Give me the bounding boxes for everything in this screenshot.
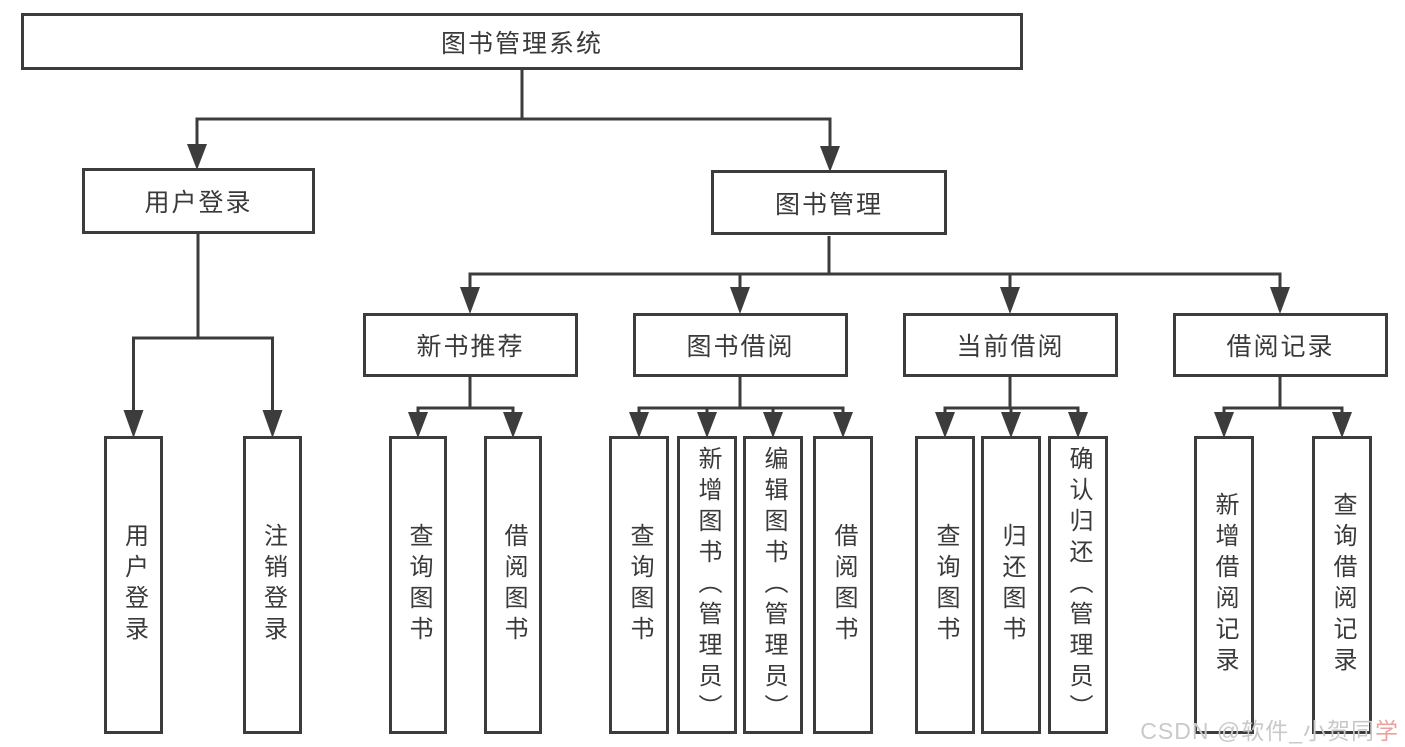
- node-borrowing-records: 借阅记录: [1173, 313, 1388, 377]
- leaf-br-add-record: 新增借阅记录: [1194, 436, 1254, 734]
- node-label: 用户登录: [144, 189, 253, 217]
- leaf-br-query-record: 查询借阅记录: [1312, 436, 1372, 734]
- node-label: 查询借阅记录: [1329, 492, 1356, 678]
- node-label: 编辑图书（管理员）: [760, 445, 787, 725]
- node-label: 图书管理: [774, 190, 883, 219]
- leaf-cb-query-books: 查询图书: [915, 436, 975, 734]
- node-label: 查询图书: [932, 523, 959, 647]
- node-label: 当前借阅: [956, 333, 1065, 361]
- leaf-bb-borrow-books: 借阅图书: [813, 436, 873, 734]
- leaf-bb-edit-books-admin: 编辑图书（管理员）: [743, 436, 803, 734]
- node-label: 图书管理系统: [440, 29, 603, 58]
- watermark: CSDN @软件_小贺同学: [1140, 712, 1399, 746]
- leaf-cb-return-books: 归还图书: [981, 436, 1041, 734]
- node-label: 归还图书: [998, 523, 1025, 647]
- node-new-book-recommend: 新书推荐: [363, 313, 578, 377]
- leaf-nbr-borrow-books: 借阅图书: [484, 436, 542, 734]
- node-label: 查询图书: [405, 523, 432, 647]
- node-label: 图书借阅: [686, 333, 795, 361]
- node-book-borrowing: 图书借阅: [633, 313, 848, 377]
- node-label: 借阅图书: [830, 523, 857, 647]
- node-label: 新增图书（管理员）: [694, 445, 721, 725]
- node-label: 借阅记录: [1226, 333, 1335, 361]
- node-label: 新书推荐: [416, 333, 525, 361]
- node-library-system: 图书管理系统: [21, 13, 1023, 70]
- leaf-cb-confirm-return-admin: 确认归还（管理员）: [1048, 436, 1108, 734]
- node-label: 查询图书: [626, 523, 653, 647]
- leaf-user-login: 用户登录: [104, 436, 163, 734]
- node-label: 用户登录: [120, 523, 148, 647]
- node-book-management: 图书管理: [711, 170, 947, 235]
- node-user-login: 用户登录: [82, 168, 315, 234]
- node-label: 借阅图书: [500, 523, 527, 647]
- node-label: 注销登录: [259, 523, 287, 647]
- node-label: 新增借阅记录: [1211, 492, 1238, 678]
- leaf-bb-add-books-admin: 新增图书（管理员）: [677, 436, 737, 734]
- node-label: 确认归还（管理员）: [1065, 445, 1092, 725]
- leaf-logout: 注销登录: [243, 436, 302, 734]
- arrowheads: [123, 144, 1352, 438]
- leaf-bb-query-books: 查询图书: [609, 436, 669, 734]
- node-current-borrowing: 当前借阅: [903, 313, 1118, 377]
- leaf-nbr-query-books: 查询图书: [389, 436, 447, 734]
- watermark-accent: 学: [1375, 718, 1399, 744]
- watermark-text: CSDN @软件_小贺同: [1140, 718, 1375, 744]
